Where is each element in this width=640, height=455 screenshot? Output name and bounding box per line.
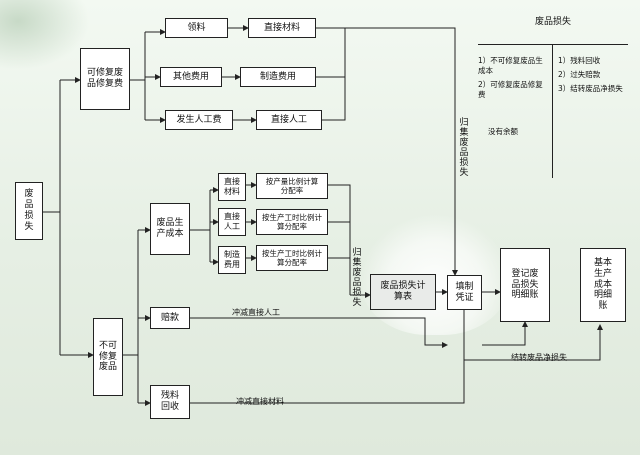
node-alloc-by-output: 按产量比例计算分配率 xyxy=(256,173,328,199)
node-direct-materials-top-label: 直接材料 xyxy=(263,22,300,33)
node-direct-materials-top: 直接材料 xyxy=(248,18,316,38)
credit-item: 3）结转废品净损失 xyxy=(558,84,623,93)
t-account-title: 废品损失 xyxy=(534,17,571,27)
node-salvage-label: 残料回收 xyxy=(160,391,179,412)
t-account-balance: 没有余额 xyxy=(488,127,518,136)
node-labor-cost-label: 发生人工费 xyxy=(176,114,222,125)
node-voucher-label: 填制凭证 xyxy=(455,281,474,303)
debit-item: 1）不可修复废品生成本 xyxy=(478,56,543,75)
node-basic-ledger-label: 基本生产成本明细账 xyxy=(593,257,612,312)
node-direct-labor-top: 直接人工 xyxy=(256,110,322,130)
node-scrap-production-cost: 废品生产成本 xyxy=(150,203,190,255)
node-manufacturing-overhead: 制造费用 xyxy=(240,67,316,87)
link-compensation-to-ledger xyxy=(190,317,448,348)
link-voucher-to-basic xyxy=(464,324,603,361)
node-unrepairable: 不可修复废品 xyxy=(93,318,123,396)
link-voucher-to-detail-down xyxy=(482,321,528,346)
node-unrepairable-label: 不可修复废品 xyxy=(98,340,117,373)
node-labor-cost: 发生人工费 xyxy=(165,110,233,130)
node-direct-labor-label: 直接人工 xyxy=(224,212,240,231)
label-aggregate-mid: 归集废品损失 xyxy=(352,248,362,308)
link-top-to-ledger xyxy=(345,27,458,276)
node-salvage: 残料回收 xyxy=(150,385,190,419)
node-compensation-label: 赔款 xyxy=(160,312,179,323)
node-voucher: 填制凭证 xyxy=(447,275,482,310)
node-scrap-production-cost-label: 废品生产成本 xyxy=(156,218,184,239)
node-basic-ledger: 基本生产成本明细账 xyxy=(580,248,626,322)
debit-item: 2）可修复废品修复费 xyxy=(478,80,543,99)
node-alloc-by-hours-1-label: 按生产工时比例计算分配率 xyxy=(262,212,322,231)
node-alloc-by-hours-2-label: 按生产工时比例计算分配率 xyxy=(262,248,322,267)
link-salvage-to-ledger xyxy=(190,310,465,404)
label-offset-labor: 冲减直接人工 xyxy=(232,308,280,317)
node-calc-sheet-label: 废品损失计算表 xyxy=(380,281,426,302)
node-overhead-label: 制造费用 xyxy=(224,250,240,269)
background-leaves xyxy=(0,0,90,70)
node-repairable: 可修复废品修复费 xyxy=(80,48,130,110)
node-alloc-by-hours-2: 按生产工时比例计算分配率 xyxy=(256,245,328,271)
node-scrap-loss: 废品损失 xyxy=(15,182,43,240)
credit-item: 2）过失赔款 xyxy=(558,70,601,79)
node-manufacturing-overhead-label: 制造费用 xyxy=(259,71,296,82)
node-direct-materials: 直接材料 xyxy=(218,173,246,201)
node-other-expenses: 其他费用 xyxy=(160,67,222,87)
node-overhead: 制造费用 xyxy=(218,246,246,274)
link-top-collector xyxy=(316,27,346,121)
t-account-top-line xyxy=(478,44,628,45)
node-other-expenses-label: 其他费用 xyxy=(172,71,209,82)
node-direct-labor: 直接人工 xyxy=(218,208,246,236)
node-direct-labor-top-label: 直接人工 xyxy=(270,114,307,125)
t-account-credit-list: 1）残料回收 2）过失赔款 3）结转废品净损失 xyxy=(558,56,630,98)
label-offset-materials: 冲减直接材料 xyxy=(236,397,284,406)
t-account-divider xyxy=(552,44,553,178)
node-alloc-by-hours-1: 按生产工时比例计算分配率 xyxy=(256,209,328,235)
node-scrap-loss-label: 废品损失 xyxy=(24,189,34,232)
node-calc-sheet: 废品损失计算表 xyxy=(370,274,436,310)
node-repairable-label: 可修复废品修复费 xyxy=(87,68,124,89)
node-detail-ledger: 登记废品损失明细账 xyxy=(500,248,550,322)
label-transfer-net: 结转废品净损失 xyxy=(511,353,567,362)
node-alloc-by-output-label: 按产量比例计算分配率 xyxy=(265,176,319,195)
label-aggregate-top: 归集废品损失 xyxy=(459,118,469,178)
credit-item: 1）残料回收 xyxy=(558,56,601,65)
node-materials-used: 领料 xyxy=(165,18,228,38)
t-account-debit-list: 1）不可修复废品生成本 2）可修复废品修复费 xyxy=(478,56,550,104)
node-direct-materials-label: 直接材料 xyxy=(224,177,240,196)
scrap-loss-t-account: 废品损失 1）不可修复废品生成本 2）可修复废品修复费 1）残料回收 2）过失赔… xyxy=(478,14,628,178)
node-detail-ledger-label: 登记废品损失明细账 xyxy=(511,268,539,301)
node-materials-used-label: 领料 xyxy=(187,22,206,33)
node-compensation: 赔款 xyxy=(150,307,190,329)
